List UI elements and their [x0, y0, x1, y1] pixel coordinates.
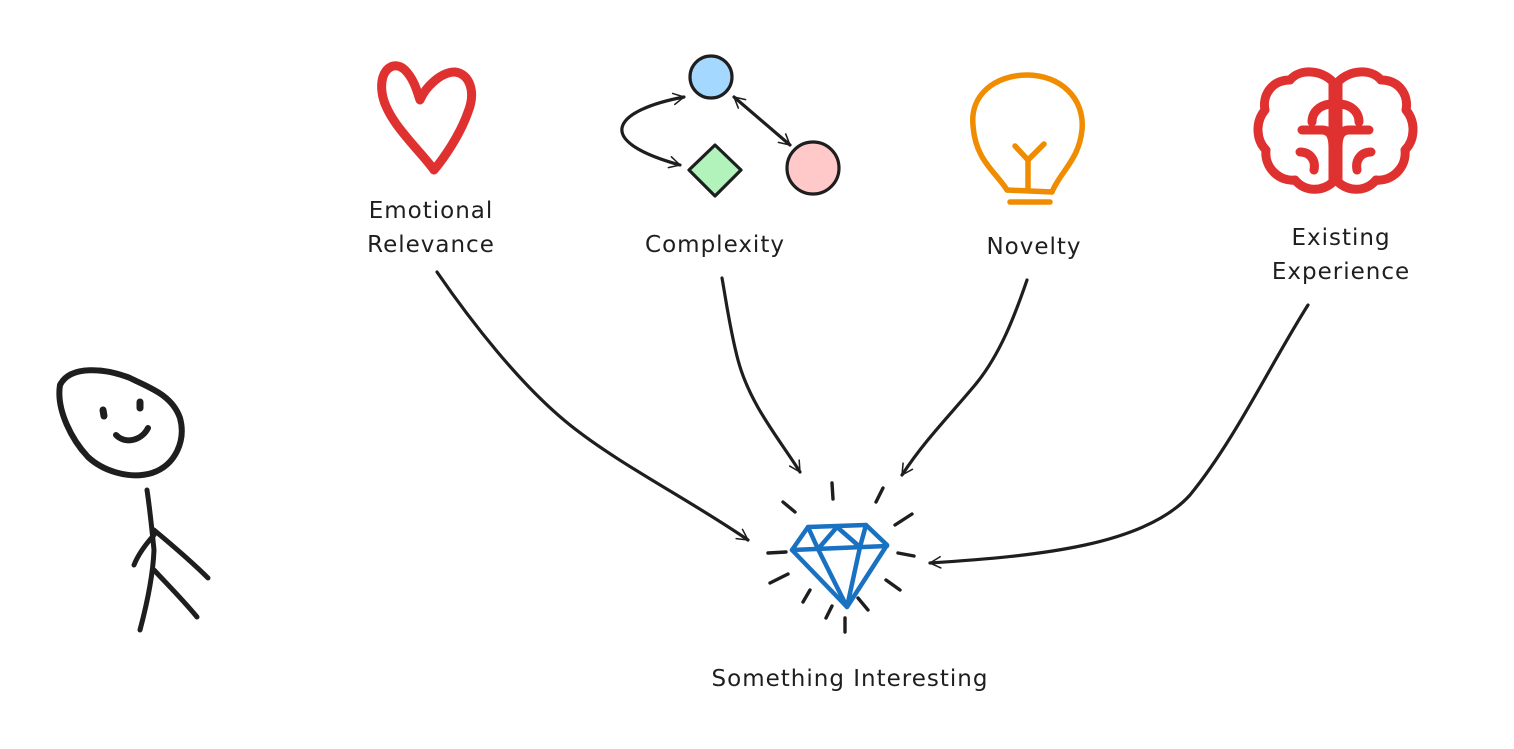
- diamond-icon: [789, 522, 890, 610]
- arrow-emotional-relevance: [435, 270, 750, 542]
- sparkle-rays: [766, 481, 916, 634]
- stick-figure-icon: [56, 367, 211, 633]
- target-label: Something Interesting: [712, 666, 989, 692]
- factor-label-existing-experience-line2: Experience: [1272, 259, 1410, 285]
- arrow-existing-experience: [928, 303, 1310, 569]
- factor-label-emotional-relevance-line2: Relevance: [367, 232, 495, 258]
- arrows: [435, 270, 1310, 569]
- factor-label-existing-experience-line1: Existing: [1291, 225, 1390, 251]
- brain-icon: [1253, 67, 1418, 194]
- factor-label-emotional-relevance-line1: Emotional: [369, 198, 494, 224]
- lightbulb-icon: [970, 72, 1085, 205]
- factor-label-complexity: Complexity: [645, 232, 785, 258]
- arrow-novelty: [900, 278, 1029, 477]
- arrow-complexity: [720, 276, 802, 474]
- heart-icon: [377, 61, 476, 175]
- network-nodes-icon: [620, 54, 841, 198]
- factor-label-novelty: Novelty: [986, 234, 1081, 260]
